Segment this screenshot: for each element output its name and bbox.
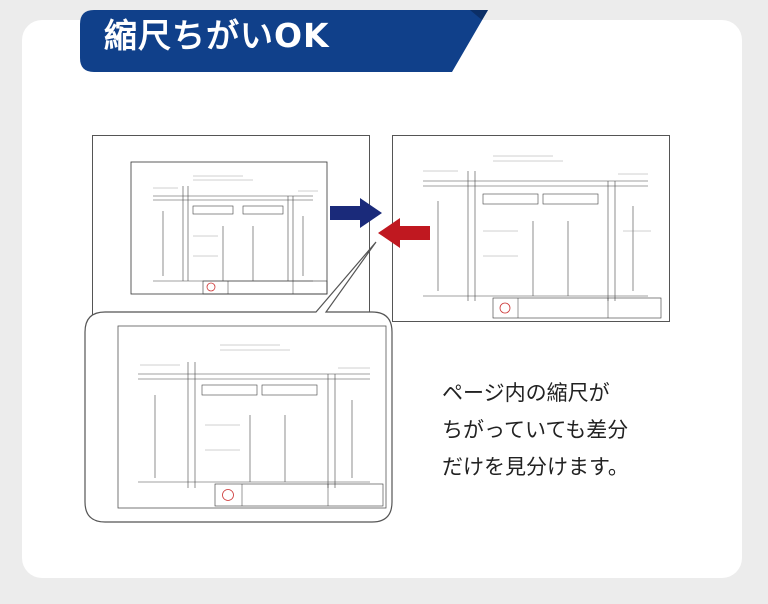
- description-line-2: ちがっていても差分: [442, 418, 629, 442]
- description: ページ内の縮尺が ちがっていても差分 だけを見分けます。: [442, 375, 702, 486]
- description-line-1: ページ内の縮尺が: [442, 381, 610, 405]
- right-drawing-sheet: [392, 135, 670, 322]
- title-banner: [80, 10, 488, 72]
- left-drawing-sheet: [92, 135, 370, 322]
- description-line-3: だけを見分けます。: [442, 455, 629, 479]
- compare-arrows: [330, 198, 430, 248]
- arrow-left-icon: [378, 218, 430, 248]
- arrow-right-icon: [330, 198, 382, 228]
- zoom-callout: [84, 241, 393, 523]
- banner-title: 縮尺ちがいOK: [104, 16, 330, 55]
